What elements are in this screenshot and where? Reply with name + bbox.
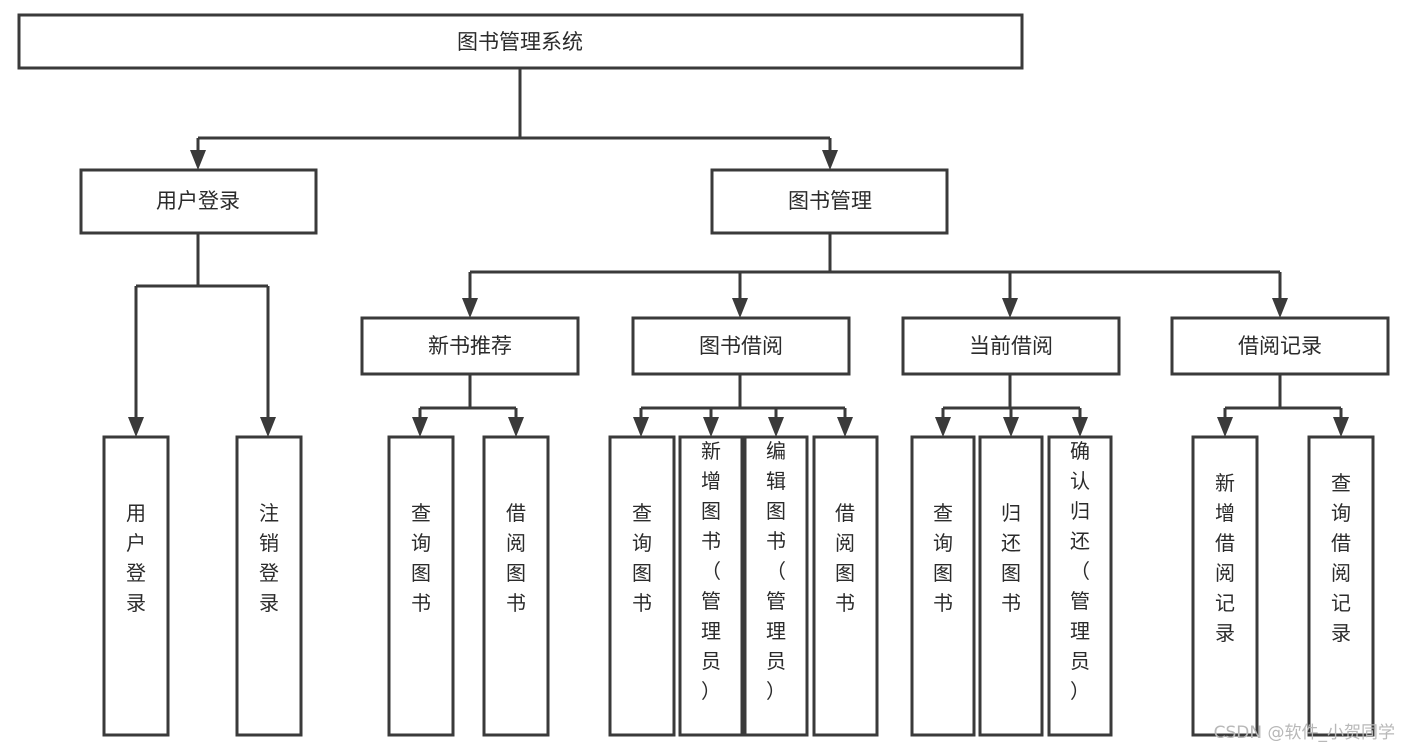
arrow-head-rec-query (1333, 417, 1349, 437)
node-book-management-label: 图书管理 (788, 189, 872, 213)
leaf-box-query-book-cb[interactable] (910, 435, 976, 737)
leaf-box-borrow-book-bb[interactable] (812, 435, 879, 737)
node-book-borrow-label: 图书借阅 (699, 334, 783, 358)
leaf-label-user-login: 用户登录 (126, 501, 146, 615)
leaf-label-query-book-cb: 查询图书 (933, 501, 953, 615)
leaf-box-confirm-return-admin[interactable] (1047, 435, 1113, 737)
arrow-head-leaf-logout (260, 417, 276, 437)
node-borrow-record[interactable]: 借阅记录 (1170, 316, 1390, 376)
node-book-management[interactable]: 图书管理 (710, 168, 949, 235)
leaf-labels-layer: 用户登录 注销登录 查询图书 借阅图书 查询图书 新增图书（管理员） 编辑图书（… (126, 439, 1351, 703)
leaf-box-borrow-book-nb[interactable] (482, 435, 550, 737)
connector-layer (128, 68, 1349, 437)
arrow-head-rec-add (1217, 417, 1233, 437)
leaf-box-query-book-bb[interactable] (608, 435, 676, 737)
node-user-login-label: 用户登录 (156, 189, 240, 213)
arrow-head-cb-confirm (1072, 417, 1088, 437)
leaf-label-borrow-book-bb: 借阅图书 (835, 501, 855, 615)
leaf-label-query-borrow-record: 查询借阅记录 (1331, 471, 1351, 645)
arrow-head-cb-query (935, 417, 951, 437)
leaf-label-edit-book-admin: 编辑图书（管理员） (766, 439, 786, 703)
leaf-box-query-borrow-record[interactable] (1307, 435, 1375, 737)
arrow-head-nb-borrow (508, 417, 524, 437)
leaf-label-confirm-return-admin: 确认归还（管理员） (1070, 439, 1090, 703)
arrow-head-bb-query (633, 417, 649, 437)
arrow-head-leaf-user-login (128, 417, 144, 437)
arrow-head-user-login (190, 150, 206, 170)
arrow-head-bb-edit (768, 417, 784, 437)
arrow-head-record (1272, 298, 1288, 318)
node-user-login-box[interactable] (79, 168, 318, 235)
leaf-label-borrow-book-nb: 借阅图书 (506, 501, 526, 615)
node-root[interactable]: 图书管理系统 (17, 13, 1024, 70)
node-book-borrow-box[interactable] (631, 316, 851, 376)
arrow-head-newbook (462, 298, 478, 318)
leaf-box-return-book[interactable] (978, 435, 1044, 737)
leaf-label-add-book-admin: 新增图书（管理员） (701, 439, 721, 703)
node-current-borrow-box[interactable] (901, 316, 1121, 376)
arrow-head-current (1002, 298, 1018, 318)
leaf-label-return-book: 归还图书 (1001, 501, 1021, 615)
leaf-nodes-layer (102, 435, 1375, 737)
node-root-box[interactable] (17, 13, 1024, 70)
node-current-borrow[interactable]: 当前借阅 (901, 316, 1121, 376)
node-new-book-recommend-label: 新书推荐 (428, 334, 512, 358)
arrow-head-bb-borrow (837, 417, 853, 437)
leaf-box-add-book-admin[interactable] (678, 435, 744, 737)
node-new-book-recommend[interactable]: 新书推荐 (360, 316, 580, 376)
node-new-book-recommend-box[interactable] (360, 316, 580, 376)
node-borrow-record-label: 借阅记录 (1238, 334, 1322, 358)
arrow-head-book-mgmt (822, 150, 838, 170)
node-root-label: 图书管理系统 (457, 30, 583, 54)
node-book-borrow[interactable]: 图书借阅 (631, 316, 851, 376)
node-borrow-record-box[interactable] (1170, 316, 1390, 376)
leaf-label-logout: 注销登录 (259, 501, 279, 615)
leaf-box-edit-book-admin[interactable] (743, 435, 809, 737)
node-book-management-box[interactable] (710, 168, 949, 235)
leaf-box-logout[interactable] (235, 435, 303, 737)
arrow-head-nb-query (412, 417, 428, 437)
leaf-label-query-book-nb: 查询图书 (411, 501, 431, 615)
arrow-head-borrow (732, 298, 748, 318)
leaf-box-add-borrow-record[interactable] (1191, 435, 1259, 737)
node-current-borrow-label: 当前借阅 (969, 334, 1053, 358)
node-user-login[interactable]: 用户登录 (79, 168, 318, 235)
arrow-head-bb-add (703, 417, 719, 437)
leaf-box-user-login[interactable] (102, 435, 170, 737)
leaf-label-add-borrow-record: 新增借阅记录 (1215, 471, 1235, 645)
leaf-box-query-book-nb[interactable] (387, 435, 455, 737)
arrow-head-cb-return (1003, 417, 1019, 437)
leaf-label-query-book-bb: 查询图书 (632, 501, 652, 615)
